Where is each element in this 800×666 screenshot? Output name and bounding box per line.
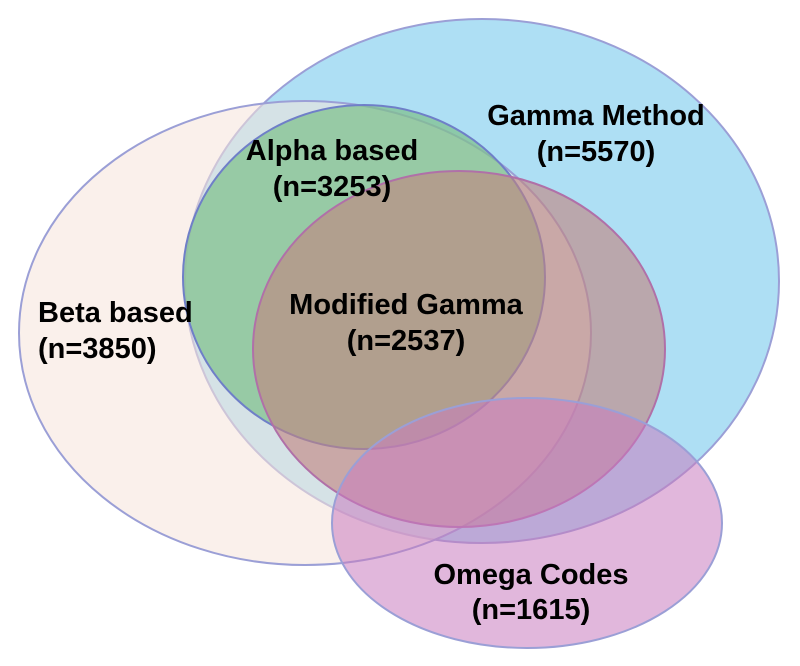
label-omega-codes-name: Omega Codes bbox=[434, 559, 629, 591]
label-gamma-method-name: Gamma Method bbox=[487, 100, 705, 132]
label-modified-gamma-name: Modified Gamma bbox=[289, 289, 524, 321]
set-labels: Gamma Method (n=5570) Alpha based (n=325… bbox=[38, 100, 705, 626]
set-shapes bbox=[18, 18, 780, 649]
set-omega-codes bbox=[331, 397, 723, 649]
label-beta-based-name: Beta based bbox=[38, 297, 193, 329]
label-beta-based-count: (n=3850) bbox=[38, 333, 156, 365]
label-modified-gamma-count: (n=2537) bbox=[347, 325, 465, 357]
label-alpha-based-count: (n=3253) bbox=[273, 171, 391, 203]
label-omega-codes-count: (n=1615) bbox=[472, 594, 590, 626]
label-alpha-based-name: Alpha based bbox=[246, 135, 418, 167]
label-gamma-method-count: (n=5570) bbox=[537, 136, 655, 168]
